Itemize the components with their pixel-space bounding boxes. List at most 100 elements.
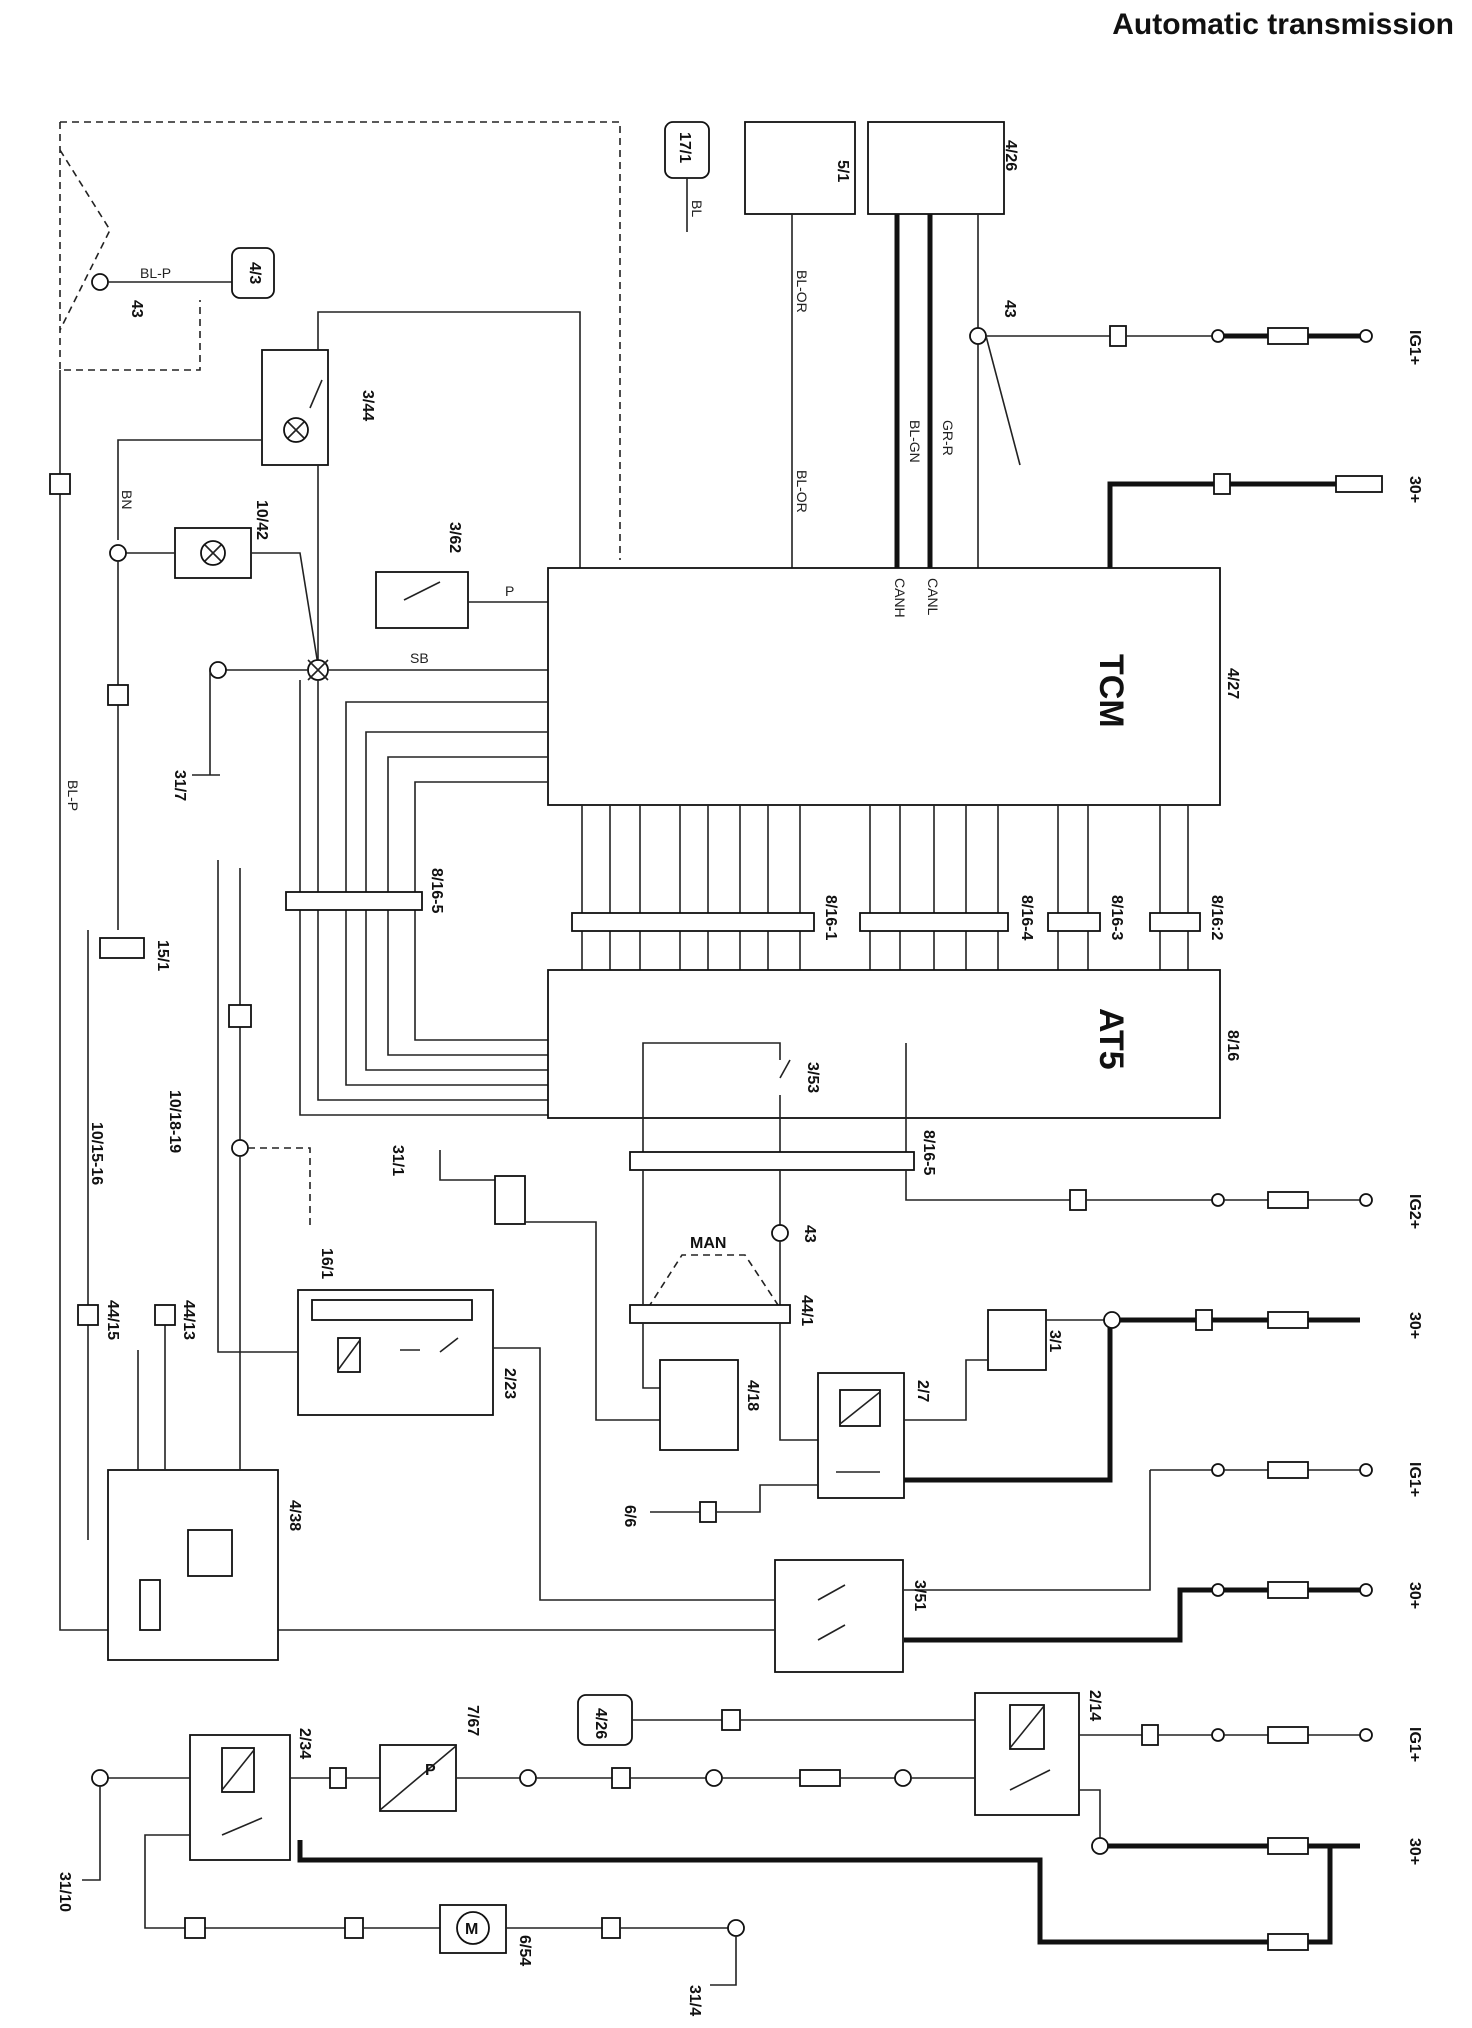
component-3-44: 3/44	[117, 311, 581, 660]
svg-text:10/15-16: 10/15-16	[88, 1122, 105, 1185]
relay-2-7: 2/7	[817, 1320, 1113, 1499]
svg-text:2/34: 2/34	[296, 1728, 313, 1759]
svg-text:44/13: 44/13	[180, 1300, 197, 1340]
svg-text:CANL: CANL	[925, 578, 941, 616]
svg-text:6/54: 6/54	[516, 1935, 533, 1966]
svg-text:CANH: CANH	[892, 578, 908, 618]
svg-text:4/18: 4/18	[744, 1380, 761, 1411]
arrow-6-6: 6/6	[621, 1484, 818, 1527]
splice-43-302: 31/7 SB	[171, 650, 548, 801]
svg-text:BL-P: BL-P	[140, 265, 171, 281]
switch-3-62: 3/62 P	[375, 522, 548, 629]
svg-text:4/26: 4/26	[1002, 140, 1019, 171]
svg-text:31/4: 31/4	[686, 1985, 703, 2016]
gear-selector-2-23: 2/23	[217, 860, 541, 1440]
b30-supply-row-3: 30+	[1211, 1581, 1423, 1609]
svg-text:IG1+: IG1+	[1406, 1727, 1423, 1762]
svg-text:GR-R: GR-R	[940, 420, 956, 456]
ig1-supply-row-2: IG1+	[904, 1461, 1423, 1591]
splice-43-309: 43 MAN	[647, 1170, 818, 1310]
ig1-supply-row-1: IG1+	[1109, 325, 1423, 365]
switch-3-51: 3/51	[270, 1440, 1360, 1673]
svg-text:AT5: AT5	[1092, 1008, 1130, 1070]
svg-text:2/7: 2/7	[914, 1380, 931, 1402]
splice-43-304: 43	[969, 300, 1110, 466]
svg-text:16/1: 16/1	[318, 1248, 335, 1279]
svg-text:7/67: 7/67	[464, 1705, 481, 1736]
svg-text:8/16-5: 8/16-5	[920, 1130, 937, 1175]
svg-text:IG1+: IG1+	[1406, 330, 1423, 365]
module-5-1: 5/1 BL-OR BL-OR	[744, 121, 856, 568]
svg-text:8/16-3: 8/16-3	[1108, 895, 1125, 940]
svg-text:2/14: 2/14	[1086, 1690, 1103, 1721]
svg-text:P: P	[505, 583, 514, 599]
svg-text:BN: BN	[119, 490, 135, 509]
svg-text:3/44: 3/44	[359, 390, 376, 421]
component-7-67: P 7/67	[379, 1705, 975, 1812]
module-17-1: 17/1 BL	[664, 121, 710, 232]
svg-text:10/42: 10/42	[253, 500, 270, 540]
svg-text:8/16:2: 8/16:2	[1208, 895, 1225, 940]
svg-text:MAN: MAN	[690, 1235, 726, 1252]
svg-text:4/26: 4/26	[592, 1708, 609, 1739]
connector-44-1-mid: 44/1	[629, 1170, 818, 1441]
svg-text:15/1: 15/1	[154, 940, 171, 971]
svg-text:BL-P: BL-P	[65, 780, 81, 811]
svg-text:17/1: 17/1	[676, 132, 693, 163]
svg-text:P: P	[425, 1762, 436, 1779]
svg-text:43: 43	[1001, 300, 1018, 318]
arrow-10-15-16: 10/15-16	[88, 1122, 105, 1185]
svg-text:8/16-1: 8/16-1	[822, 895, 839, 940]
svg-text:8/16-4: 8/16-4	[1018, 895, 1035, 940]
tcm-bottom-harness: 8/16-1 8/16-4 8/16-3 8/16:2	[571, 805, 1225, 970]
module-4-3: 4/3	[231, 247, 275, 299]
svg-text:31/1: 31/1	[389, 1145, 406, 1176]
svg-text:2/23: 2/23	[501, 1368, 518, 1399]
connector-44-15: 44/15	[77, 1300, 121, 1340]
relay-2-34: 2/34	[100, 1728, 380, 1929]
svg-text:BL-OR: BL-OR	[794, 270, 810, 313]
ground-31-1: 31/1	[389, 1145, 660, 1421]
svg-text:BL-OR: BL-OR	[794, 470, 810, 513]
relay-2-14: 2/14 IG1+	[974, 1690, 1423, 1838]
module-4-26: 4/26 BL-GN GR-R	[867, 121, 1019, 568]
svg-text:3/1: 3/1	[1046, 1330, 1063, 1352]
splice-43-303: BN	[107, 490, 135, 930]
svg-text:30+: 30+	[1406, 1312, 1423, 1339]
svg-text:8/16-5: 8/16-5	[428, 868, 445, 913]
svg-text:IG2+: IG2+	[1406, 1194, 1423, 1229]
svg-text:3/51: 3/51	[911, 1580, 928, 1611]
at5-module: AT5 8/16	[547, 969, 1241, 1119]
page-title: Automatic transmission	[1112, 8, 1454, 41]
arrow-10-18-19: 10/18-19	[166, 1090, 183, 1153]
b30-supply-row-1: 30+	[1107, 473, 1423, 568]
svg-text:44/15: 44/15	[104, 1300, 121, 1340]
component-3-1: 3/1 30+	[904, 1309, 1423, 1421]
svg-text:4/3: 4/3	[246, 262, 263, 284]
svg-text:BL-GN: BL-GN	[907, 420, 923, 463]
svg-text:SB: SB	[410, 650, 429, 666]
svg-text:8/16: 8/16	[1224, 1030, 1241, 1061]
connector-15-1: 15/1	[99, 937, 171, 971]
dashed-enclosure	[59, 121, 621, 560]
svg-text:BL: BL	[689, 200, 705, 217]
svg-text:30+: 30+	[1406, 476, 1423, 503]
module-4-26-bottom: 4/26	[577, 1694, 975, 1746]
splice-43-365: 30+	[297, 1837, 1423, 1951]
svg-text:4/38: 4/38	[286, 1500, 303, 1531]
svg-text:44/1: 44/1	[798, 1295, 815, 1326]
splice-43-418: 16/1	[228, 868, 335, 1460]
svg-text:30+: 30+	[1406, 1582, 1423, 1609]
module-4-38: 4/38	[87, 930, 303, 1661]
tcm-module: TCM 4/27 CANH CANL	[547, 567, 1241, 806]
svg-text:10/18-19: 10/18-19	[166, 1090, 183, 1153]
module-4-18: 4/18	[659, 1359, 761, 1451]
svg-text:IG1+: IG1+	[1406, 1462, 1423, 1497]
svg-text:31/7: 31/7	[171, 770, 188, 801]
svg-text:4/27: 4/27	[1224, 668, 1241, 699]
svg-text:30+: 30+	[1406, 1838, 1423, 1865]
svg-text:3/53: 3/53	[804, 1062, 821, 1093]
switch-3-53: 3/53	[642, 1042, 907, 1160]
svg-text:43: 43	[128, 300, 145, 318]
